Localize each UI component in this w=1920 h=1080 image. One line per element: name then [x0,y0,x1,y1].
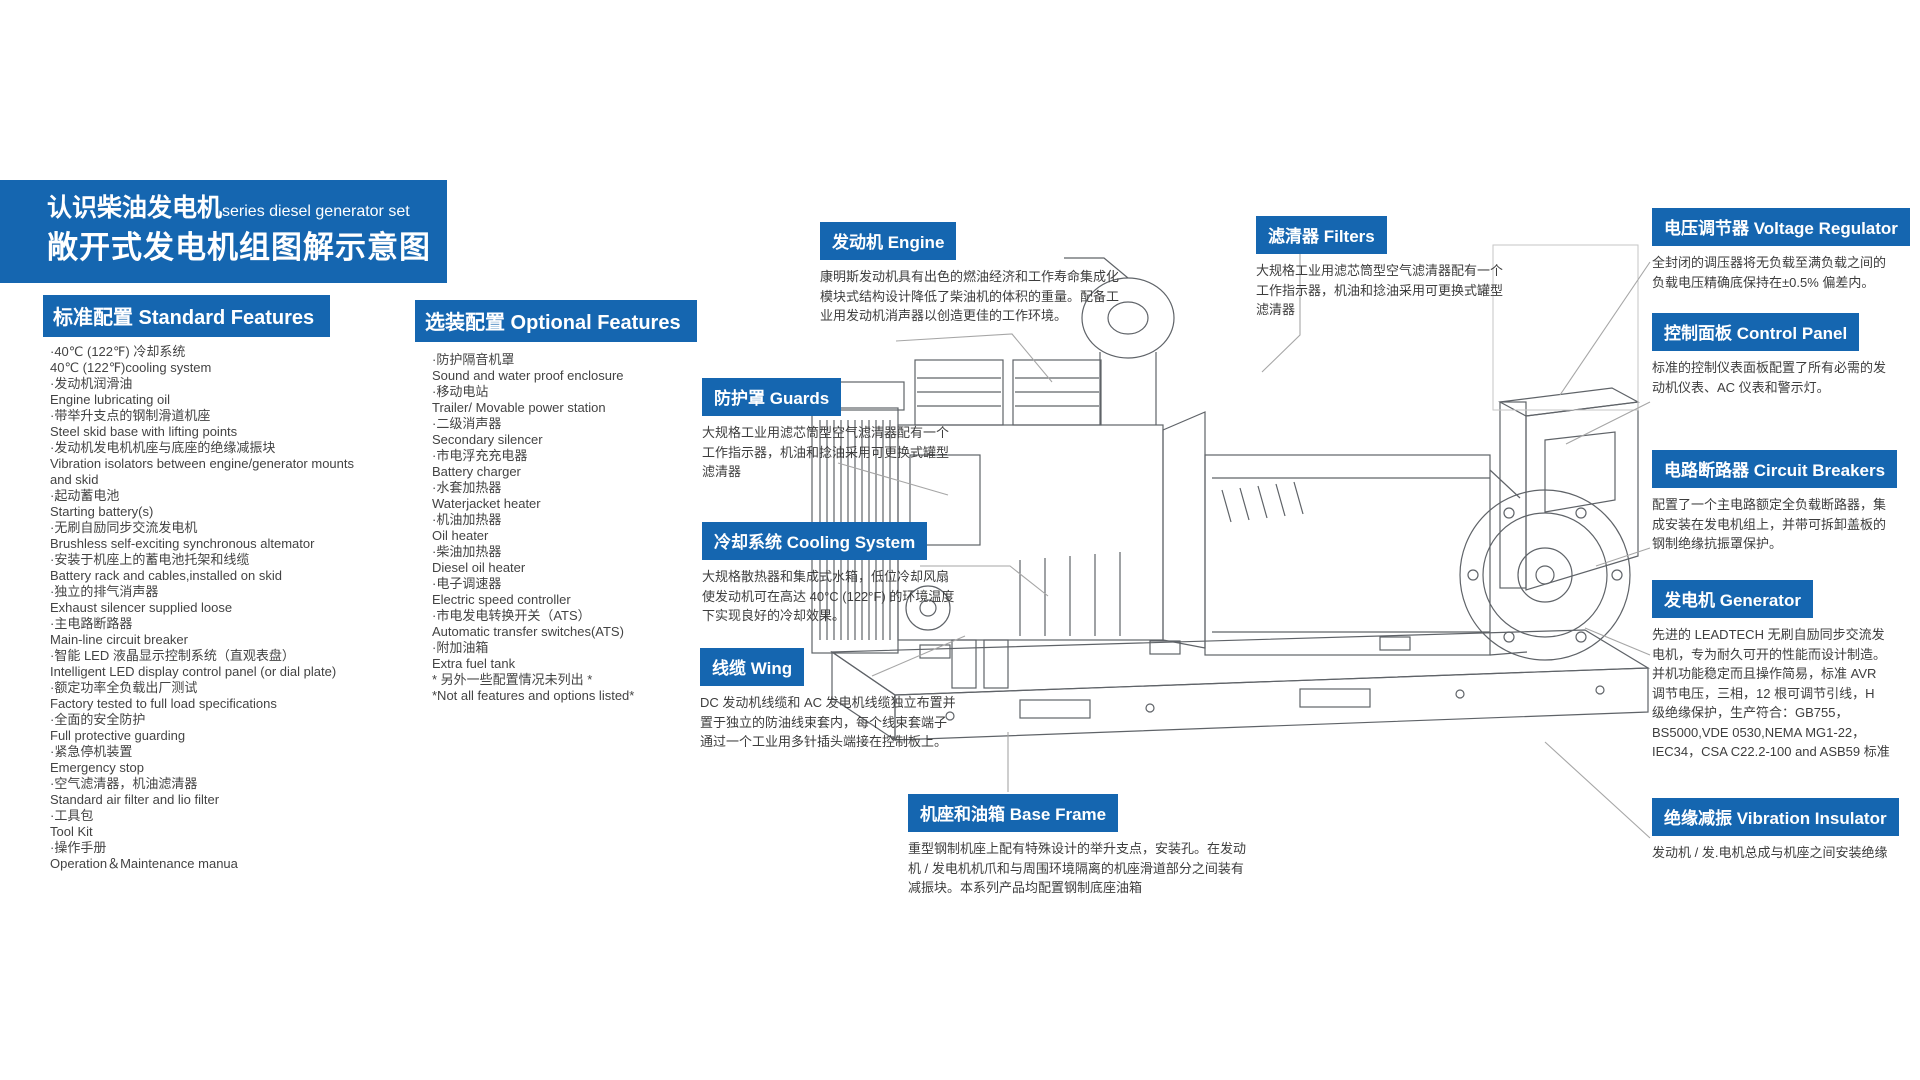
callout-filters-title: 滤清器 Filters [1256,216,1387,254]
callout-engine: 发动机 Engine 康明斯发动机具有出色的燃油经济和工作寿命集成化模块式结构设… [820,222,1122,326]
feature-line: ·空气滤清器，机油滤清器 [50,776,198,791]
feature-line: Starting battery(s) [50,504,154,519]
feature-line: 40℃ (122℉)cooling system [50,360,212,375]
feature-line: Tool Kit [50,824,93,839]
callout-vibration-insulator-body: 发动机 / 发.电机总成与机座之间安装绝缘 [1652,845,1888,860]
feature-line: * 另外一些配置情况未列出 * [432,672,593,687]
callout-vibration-insulator: 绝缘减振 Vibration Insulator 发动机 / 发.电机总成与机座… [1652,798,1899,863]
callout-control-panel-body: 标准的控制仪表面板配置了所有必需的发动机仪表、AC 仪表和警示灯。 [1652,360,1887,395]
feature-line: Emergency stop [50,760,144,775]
feature-line: Vibration isolators between engine/gener… [50,456,355,487]
feature-line: Exhaust silencer supplied loose [50,600,233,615]
feature-line: Brushless self-exciting synchronous alte… [50,536,315,551]
callout-base-frame: 机座和油箱 Base Frame 重型钢制机座上配有特殊设计的举升支点，安装孔。… [908,794,1252,898]
page-banner: 认识柴油发电机series diesel generator set 敞开式发电… [0,180,447,283]
callout-generator: 发电机 Generator 先进的 LEADTECH 无刷自励同步交流发电机，专… [1652,580,1890,762]
feature-line: Electric speed controller [432,592,571,607]
feature-line: Standard air filter and lio filter [50,792,220,807]
callout-engine-title: 发动机 Engine [820,222,957,260]
reference-box [1492,244,1639,411]
feature-line: ·市电发电转换开关（ATS） [432,608,591,623]
feature-line: ·机油加热器 [432,512,502,527]
callout-guards-title: 防护罩 Guards [702,378,842,416]
feature-line: ·柴油加热器 [432,544,502,559]
feature-line: ·二级消声器 [432,416,502,431]
feature-line: Trailer/ Movable power station [432,400,606,415]
feature-line: ·安装于机座上的蓄电池托架和线缆 [50,552,250,567]
feature-line: ·附加油箱 [432,640,489,655]
feature-line: ·移动电站 [432,384,489,399]
feature-line: Full protective guarding [50,728,186,743]
feature-line: Battery charger [432,464,521,479]
feature-line: *Not all features and options listed* [432,688,635,703]
feature-line: ·独立的排气消声器 [50,584,159,599]
callout-filters-body: 大规格工业用滤芯筒型空气滤清器配有一个工作指示器，机油和捻油采用可更换式罐型滤清… [1256,263,1504,317]
callout-control-panel-title: 控制面板 Control Panel [1652,313,1860,351]
feature-line: ·工具包 [50,808,94,823]
feature-line: Secondary silencer [432,432,543,447]
feature-line: ·市电浮充充电器 [432,448,528,463]
banner-subtitle: 敞开式发电机组图解示意图 [47,230,431,265]
callout-base-frame-title: 机座和油箱 Base Frame [908,794,1119,832]
callout-filters: 滤清器 Filters 大规格工业用滤芯筒型空气滤清器配有一个工作指示器，机油和… [1256,216,1512,320]
banner-title: 认识柴油发电机series diesel generator set [47,192,447,228]
callout-generator-body: 先进的 LEADTECH 无刷自励同步交流发电机，专为耐久可开的性能而设计制造。… [1652,627,1890,759]
callout-engine-body: 康明斯发动机具有出色的燃油经济和工作寿命集成化模块式结构设计降低了柴油机的体积的… [820,269,1120,323]
feature-line: ·操作手册 [50,840,107,855]
standard-features-heading: 标准配置 Standard Features [43,295,331,337]
feature-line: Automatic transfer switches(ATS) [432,624,624,639]
banner-title-en: series diesel generator set [222,203,410,220]
feature-line: ·发动机润滑油 [50,376,133,391]
callout-circuit-breakers-title: 电路断路器 Circuit Breakers [1652,450,1898,488]
callout-cooling-system-body: 大规格散热器和集成式水箱，低位冷却风扇使发动机可在高达 40°C (122°F)… [702,569,955,623]
feature-line: ·电子调速器 [432,576,502,591]
feature-line: ·水套加热器 [432,480,502,495]
feature-line: ·全面的安全防护 [50,712,146,727]
feature-line: Battery rack and cables,installed on ski… [50,568,282,583]
feature-line: Sound and water proof enclosure [432,368,624,383]
feature-line: Steel skid base with lifting points [50,424,238,439]
feature-line: Engine lubricating oil [50,392,170,407]
callout-cooling-system-title: 冷却系统 Cooling System [702,522,928,560]
feature-line: Operation＆Maintenance manua [50,856,238,871]
callout-guards-body: 大规格工业用滤芯筒型空气滤清器配有一个工作指示器，机油和捻油采用可更换式罐型滤清… [702,425,950,479]
callout-generator-title: 发电机 Generator [1652,580,1813,618]
callout-wing-body: DC 发动机线缆和 AC 发电机线缆独立布置并置于独立的防油线束套内，每个线束套… [700,695,956,749]
callout-wing: 线缆 Wing DC 发动机线缆和 AC 发电机线缆独立布置并置于独立的防油线束… [700,648,956,752]
feature-line: Main-line circuit breaker [50,632,188,647]
callout-guards: 防护罩 Guards 大规格工业用滤芯筒型空气滤清器配有一个工作指示器，机油和捻… [702,378,954,482]
feature-line: Waterjacket heater [432,496,541,511]
feature-line: ·智能 LED 液晶显示控制系统（直观表盘） [50,648,295,663]
feature-line: ·起动蓄电池 [50,488,120,503]
callout-circuit-breakers-body: 配置了一个主电路额定全负载断路器，集成安装在发电机组上，并带可拆卸盖板的钢制绝缘… [1652,497,1887,551]
optional-features-heading: 选装配置 Optional Features [415,300,697,342]
callout-control-panel: 控制面板 Control Panel 标准的控制仪表面板配置了所有必需的发动机仪… [1652,313,1888,397]
feature-line: ·带举升支点的钢制滑道机座 [50,408,211,423]
callout-base-frame-body: 重型钢制机座上配有特殊设计的举升支点，安装孔。在发动机 / 发电机机爪和与周围环… [908,841,1247,895]
callout-voltage-regulator: 电压调节器 Voltage Regulator 全封闭的调压器将无负载至满负载之… [1652,208,1910,292]
callout-circuit-breakers: 电路断路器 Circuit Breakers 配置了一个主电路额定全负载断路器，… [1652,450,1898,554]
callout-cooling-system: 冷却系统 Cooling System 大规格散热器和集成式水箱，低位冷却风扇使… [702,522,960,626]
feature-line: Extra fuel tank [432,656,516,671]
feature-line: Diesel oil heater [432,560,526,575]
feature-line: ·发动机发电机机座与底座的绝缘减振块 [50,440,276,455]
feature-line: ·防护隔音机罩 [432,352,515,367]
feature-line: Oil heater [432,528,489,543]
feature-line: ·紧急停机装置 [50,744,133,759]
callout-voltage-regulator-body: 全封闭的调压器将无负载至满负载之间的负载电压精确底保持在±0.5% 偏差内。 [1652,255,1887,290]
banner-title-cn: 认识柴油发电机 [47,194,223,222]
feature-line: ·无刷自励同步交流发电机 [50,520,198,535]
feature-line: ·主电路断路器 [50,616,133,631]
feature-line: ·40℃ (122℉) 冷却系统 [50,344,186,359]
callout-voltage-regulator-title: 电压调节器 Voltage Regulator [1652,208,1910,246]
feature-line: Intelligent LED display control panel (o… [50,664,337,679]
callout-wing-title: 线缆 Wing [700,648,805,686]
callout-vibration-insulator-title: 绝缘减振 Vibration Insulator [1652,798,1899,836]
feature-line: Factory tested to full load specificatio… [50,696,277,711]
feature-line: ·额定功率全负载出厂测试 [50,680,198,695]
